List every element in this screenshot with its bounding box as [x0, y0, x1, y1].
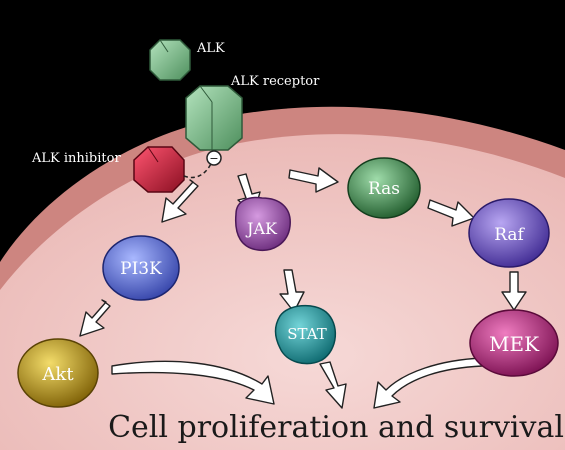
arrow-to-stat [279, 269, 305, 313]
arrow-akt-to-outcome [111, 360, 275, 405]
node-stat: STAT [274, 304, 336, 365]
node-akt: Akt [17, 338, 99, 408]
jak-label: JAK [245, 219, 278, 238]
ras-label: Ras [368, 179, 400, 199]
node-pi3k: PI3K [102, 235, 180, 301]
mek-label: MEK [489, 332, 540, 356]
alk-ligand-icon [149, 39, 191, 81]
outcome-label: Cell proliferation and survival [108, 410, 564, 445]
inhibition-symbol-icon [206, 150, 222, 166]
inhibition-symbol: − [209, 152, 218, 165]
alk-inhibitor-icon [133, 146, 185, 193]
alk-label: ALK [196, 41, 225, 56]
arrow-to-mek [501, 271, 527, 311]
raf-label: Raf [494, 225, 525, 245]
arrow-to-ras [288, 167, 339, 193]
node-ras: Ras [347, 157, 421, 219]
alk-receptor-icon [185, 85, 243, 151]
arrow-mek-to-outcome [373, 357, 483, 409]
stat-label: STAT [287, 325, 326, 343]
node-raf: Raf [468, 198, 550, 268]
akt-label: Akt [41, 364, 74, 385]
arrow-to-raf [427, 199, 475, 227]
inhibition-line [183, 161, 213, 179]
alk-receptor-label: ALK receptor [230, 74, 320, 89]
arrow-stat-to-outcome [319, 361, 347, 409]
arrow-to-pi3k [161, 179, 199, 223]
alk-inhibitor-label: ALK inhibitor [31, 151, 121, 166]
pi3k-label: PI3K [120, 259, 162, 279]
node-jak: JAK [234, 196, 291, 252]
node-mek: MEK [469, 309, 559, 377]
arrow-to-akt [79, 299, 111, 337]
